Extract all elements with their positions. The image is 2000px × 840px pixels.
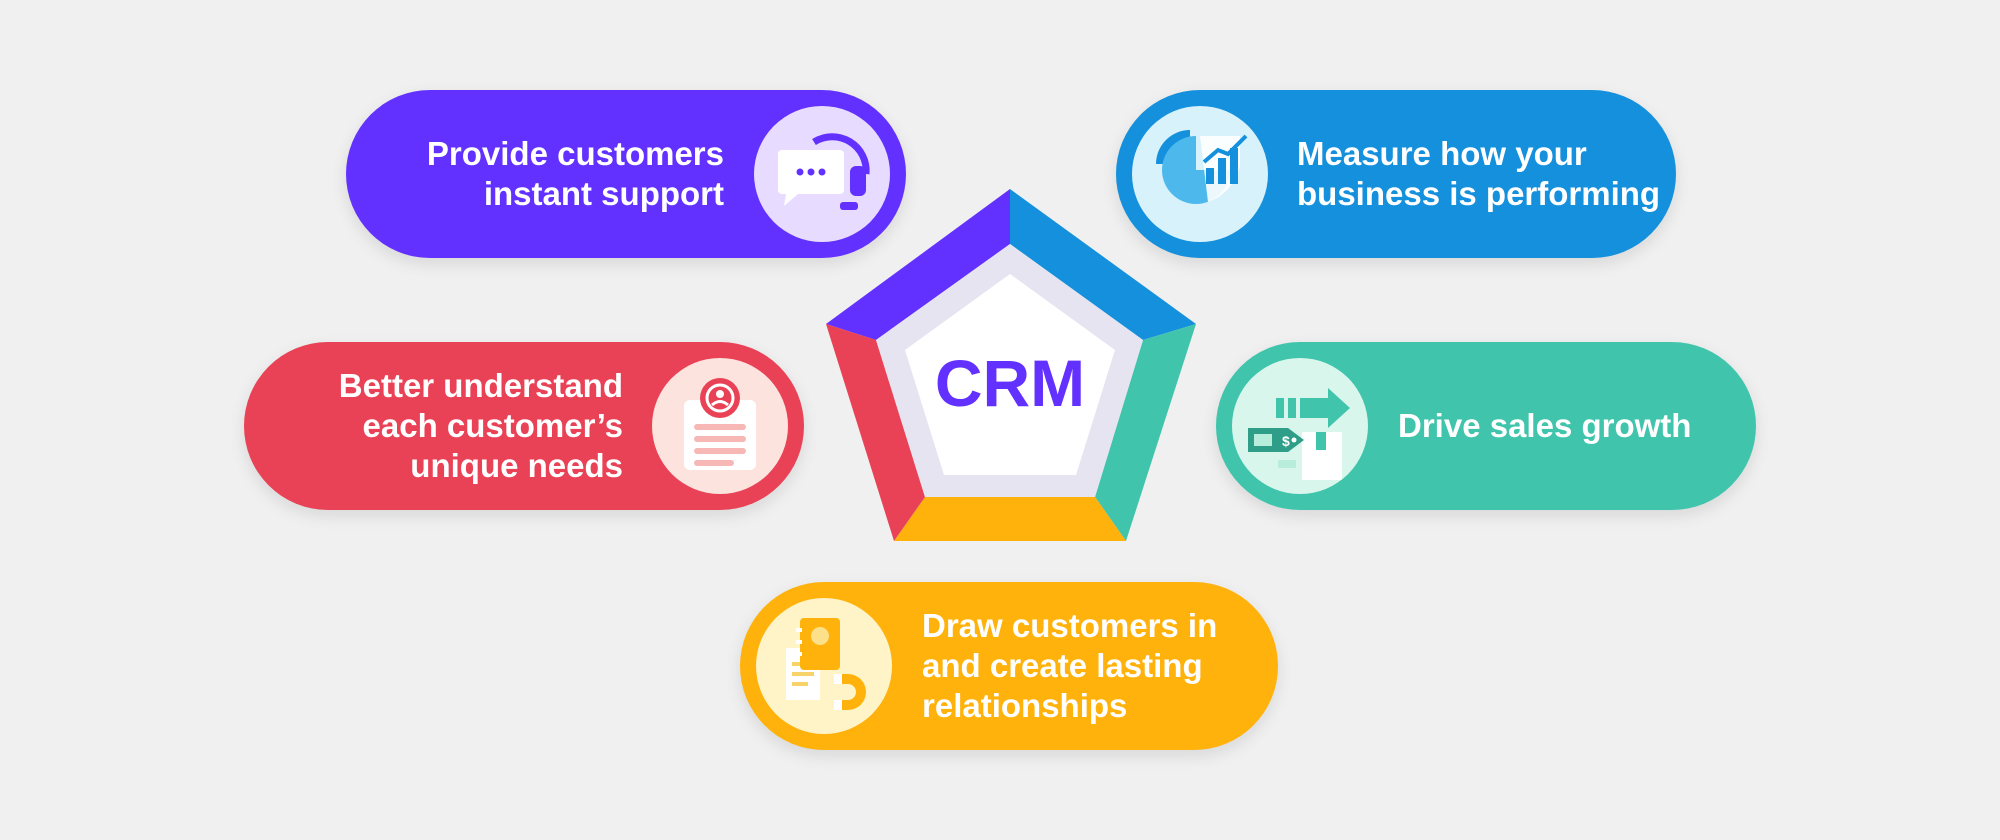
benefit-draw: Draw customers in and create lasting rel… [740,582,1278,750]
contact-book-magnet-icon [756,598,892,734]
benefit-measure: Measure how your business is performing [1116,90,1676,258]
customer-profile-icon [652,358,788,494]
benefit-drive-text: Drive sales growth [1398,407,1692,444]
headset-chat-icon [754,106,890,242]
benefit-support: Provide customers instant support [346,90,906,258]
analytics-chart-icon [1132,106,1268,242]
benefit-measure-text: Measure how your business is performing [1297,135,1661,212]
benefit-support-text: Provide customers instant support [426,135,724,212]
benefit-draw-text: Draw customers in and create lasting rel… [922,607,1218,724]
crm-pentagon [826,189,1196,541]
benefit-drive: $ Drive sales growth [1216,342,1756,510]
benefit-understand-text: Better understand each customer’s unique… [338,367,623,484]
benefit-understand: Better understand each customer’s unique… [244,342,804,510]
sales-growth-icon: $ [1232,358,1368,494]
crm-label: CRM [934,346,1086,420]
svg-text:$: $ [1282,433,1290,449]
